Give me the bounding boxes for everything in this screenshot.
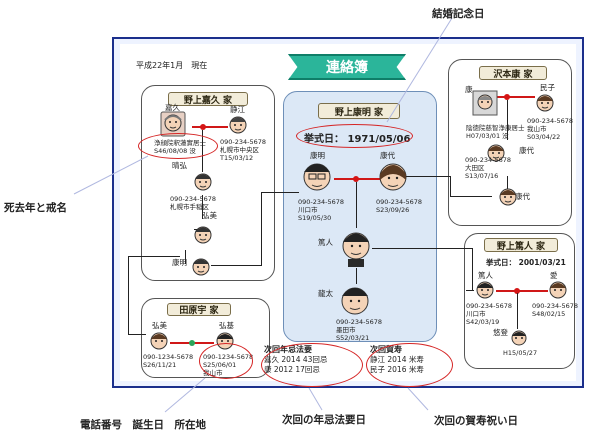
person-name: 篤人	[318, 238, 333, 247]
link-line	[450, 176, 451, 196]
person-name: 康明	[172, 258, 187, 267]
highlight-ellipse	[261, 343, 363, 387]
marriage-dot	[189, 340, 195, 346]
marriage-dot	[200, 124, 206, 130]
marriage-dot	[514, 288, 520, 294]
person-name: 弘美	[152, 321, 167, 330]
date-label: 平成22年1月 現在	[136, 61, 208, 70]
link-line	[450, 196, 492, 197]
family-line	[517, 293, 518, 329]
person-icon	[194, 173, 212, 191]
person-icon	[150, 332, 168, 350]
link-line	[466, 290, 474, 291]
person-info: H15/05/27	[503, 349, 538, 357]
link-line	[406, 176, 450, 177]
person-name: 篤人	[478, 271, 493, 280]
person-name: 弘基	[219, 321, 234, 330]
highlight-ellipse	[296, 124, 413, 148]
person-icon	[499, 188, 517, 206]
person-name: 龍太	[318, 289, 333, 298]
marriage-dot	[353, 176, 359, 182]
link-line	[472, 248, 473, 290]
family-line	[507, 176, 508, 190]
person-name: 悠登	[493, 328, 508, 337]
person-name: 民子	[540, 83, 555, 92]
family-line	[507, 100, 508, 140]
person-icon	[341, 287, 369, 315]
marriage-line	[192, 126, 228, 128]
person-name: 康明	[310, 151, 325, 160]
link-line	[128, 256, 180, 257]
person-name: 康	[465, 85, 473, 94]
annotation-contact: 電話番号 誕生日 所在地	[80, 419, 206, 431]
person-icon	[229, 116, 247, 134]
person-icon	[476, 281, 494, 299]
link-line	[128, 256, 129, 334]
family-head: 野上篤人 家	[484, 238, 558, 252]
person-icon	[303, 163, 331, 191]
highlight-ellipse	[199, 343, 253, 379]
family-line	[356, 268, 357, 284]
highlight-ellipse	[138, 133, 218, 159]
person-icon	[487, 144, 505, 162]
marriage-dot	[504, 94, 510, 100]
person-name: 康代	[380, 151, 395, 160]
portrait-icon	[160, 111, 186, 137]
link-line	[128, 334, 146, 335]
link-line	[261, 192, 299, 193]
person-icon	[194, 226, 212, 244]
annotation-death: 死去年と戒名	[4, 202, 67, 214]
person-icon	[192, 258, 210, 276]
marriage-line	[496, 290, 548, 292]
family-line	[185, 250, 186, 264]
person-name: 静江	[230, 105, 245, 114]
family-line	[356, 182, 357, 228]
annotation-memorial: 次回の年忌法要日	[282, 414, 366, 426]
family-head: 野上康明 家	[318, 103, 400, 119]
link-line	[211, 265, 261, 266]
annotation-anniversary: 結婚記念日	[432, 8, 485, 20]
person-name: 晴弘	[172, 161, 187, 170]
person-icon	[511, 330, 527, 346]
person-name: 嘉久	[165, 103, 180, 112]
person-name: 弘美	[202, 211, 217, 220]
family-head: 田原宇 家	[167, 303, 231, 316]
family-head: 野上嘉久 家	[168, 92, 248, 106]
person-name: 康代	[519, 146, 534, 155]
panel-takato	[464, 233, 575, 369]
family-head: 沢本康 家	[479, 66, 547, 80]
family-line	[202, 195, 203, 219]
person-name: 愛	[550, 271, 558, 280]
annotation-longevity: 次回の賀寿祝い日	[434, 415, 518, 427]
link-line	[372, 248, 472, 249]
person-icon	[379, 163, 407, 191]
link-line	[261, 192, 262, 266]
person-icon	[536, 94, 554, 112]
portrait-icon	[472, 90, 498, 116]
person-icon	[549, 281, 567, 299]
wedding-date: 挙式日： 2001/03/21	[486, 258, 566, 267]
person-name: 康代	[515, 192, 530, 201]
person-icon	[342, 232, 370, 267]
highlight-ellipse	[366, 343, 453, 387]
